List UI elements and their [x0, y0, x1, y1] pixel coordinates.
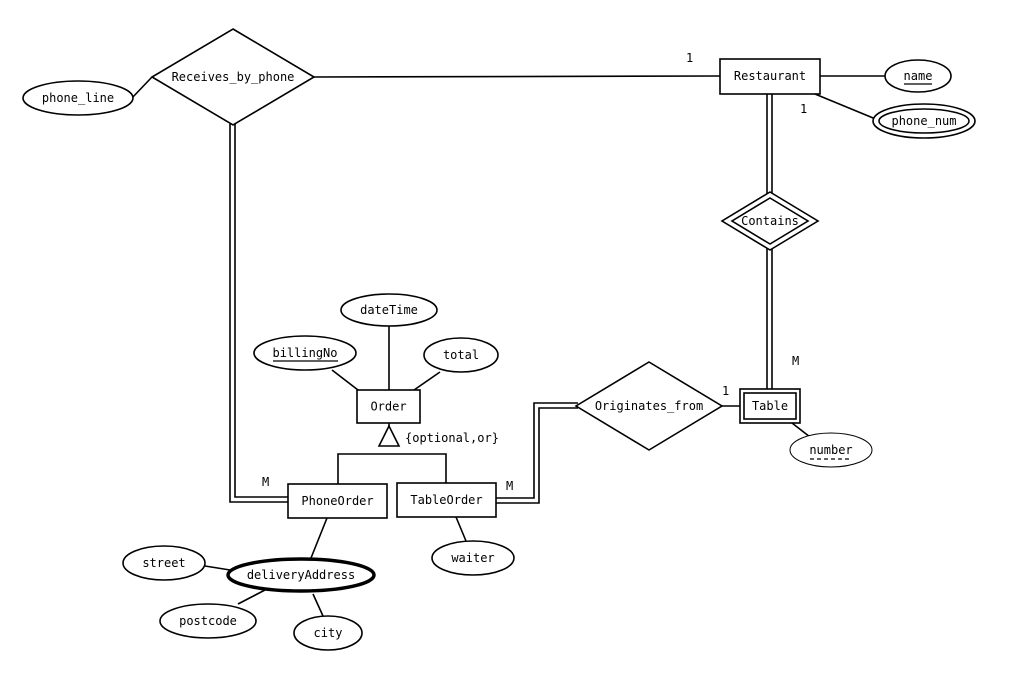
attribute-label: waiter [451, 551, 494, 565]
relationship-label: Originates_from [595, 399, 703, 413]
entity-label: Order [370, 400, 406, 414]
attribute-ellipse [423, 337, 499, 373]
attribute-ellipse [293, 615, 363, 651]
entity-label: Restaurant [734, 69, 806, 83]
relationship-label: Contains [741, 214, 799, 228]
entity-restaurant: Restaurant [719, 58, 821, 95]
specialization: {optional,or} [377, 424, 499, 447]
entity-table-order: TableOrder [396, 482, 497, 518]
line-table-number [791, 422, 811, 438]
composite-attribute-ellipse [226, 557, 376, 593]
attribute-label: phone_num [891, 114, 956, 128]
attribute-label: city [314, 626, 343, 640]
cardinality-originates-tableorder: M [506, 479, 513, 493]
entity-box [287, 483, 388, 519]
line-specialization-branches [337, 453, 447, 484]
entity-table: Table [739, 388, 801, 424]
line-tableorder-waiter [455, 516, 467, 542]
line-restaurant-phone-num [814, 93, 879, 121]
attribute-ellipse [122, 545, 206, 581]
cardinalities: 1 1 M 1 M M [262, 51, 807, 493]
attribute-label: street [142, 556, 185, 570]
attribute-label: dateTime [360, 303, 418, 317]
attribute-label: name [904, 69, 933, 83]
attribute-ellipse [431, 540, 515, 576]
attribute-phone-num: phone_num [872, 103, 976, 139]
attribute-billingno: billingNo [253, 335, 357, 371]
attribute-ellipse [159, 603, 257, 639]
attribute-label: phone_line [42, 91, 114, 105]
cardinality-receives-restaurant: 1 [686, 51, 693, 65]
relationship-diamond [150, 28, 316, 126]
entity-order: Order [356, 389, 421, 424]
cardinality-originates-table: 1 [722, 384, 729, 398]
identifying-relationship-inner [730, 197, 810, 245]
line-tableorder-originates-a [496, 402, 578, 499]
relationship-contains: Contains [720, 191, 820, 251]
attribute-name: name [884, 59, 952, 93]
line-order-total [413, 371, 441, 391]
attribute-label: number [809, 443, 852, 457]
attribute-ellipse [884, 59, 952, 93]
attribute-label: billingNo [272, 346, 337, 360]
cardinality-contains-table: M [792, 354, 799, 368]
line-address-postcode [237, 589, 266, 605]
cardinality-receives-phoneorder: M [262, 475, 269, 489]
line-phoneorder-address [310, 517, 328, 559]
line-receives-phoneorder-b [234, 124, 288, 498]
weak-entity-inner [743, 392, 797, 420]
attribute-waiter: waiter [431, 540, 515, 576]
attribute-city: city [293, 615, 363, 651]
relationship-label: Receives_by_phone [172, 70, 295, 84]
line-receives-restaurant [313, 75, 721, 78]
weak-entity-outer [739, 388, 801, 424]
attribute-label: deliveryAddress [247, 568, 355, 582]
entity-phone-order: PhoneOrder [287, 483, 388, 519]
line-receives-phoneorder-a [229, 124, 288, 503]
entity-label: TableOrder [410, 493, 482, 507]
multivalued-attribute-outer [872, 103, 976, 139]
entity-box [356, 389, 421, 424]
line-address-street [204, 565, 231, 571]
line-receives-phone-line [130, 76, 153, 100]
relationship-originates-from: Originates_from [574, 361, 724, 451]
cardinality-restaurant-contains: 1 [800, 102, 807, 116]
attribute-number: number [789, 432, 873, 468]
specialization-constraint: {optional,or} [405, 431, 499, 445]
connectors [130, 75, 886, 617]
attribute-total: total [423, 337, 499, 373]
relationship-diamond [574, 361, 724, 451]
attribute-datetime: dateTime [340, 293, 438, 327]
relationship-receives-by-phone: Receives_by_phone [150, 28, 316, 126]
attribute-label: postcode [179, 614, 237, 628]
entity-label: Table [752, 399, 788, 413]
entity-box [396, 482, 497, 518]
attribute-ellipse [22, 80, 134, 116]
attribute-street: street [122, 545, 206, 581]
line-order-billingno [331, 369, 359, 391]
attribute-delivery-address: deliveryAddress [226, 557, 376, 593]
multivalued-attribute-inner [878, 108, 970, 134]
attribute-phone-line: phone_line [22, 80, 134, 116]
specialization-triangle [377, 424, 401, 447]
attribute-label: total [443, 348, 479, 362]
line-tableorder-originates-b [496, 407, 578, 504]
entity-box [719, 58, 821, 95]
attribute-ellipse [340, 293, 438, 327]
identifying-relationship-outer [720, 191, 820, 251]
attribute-postcode: postcode [159, 603, 257, 639]
line-address-city [312, 593, 324, 617]
entity-label: PhoneOrder [301, 494, 373, 508]
